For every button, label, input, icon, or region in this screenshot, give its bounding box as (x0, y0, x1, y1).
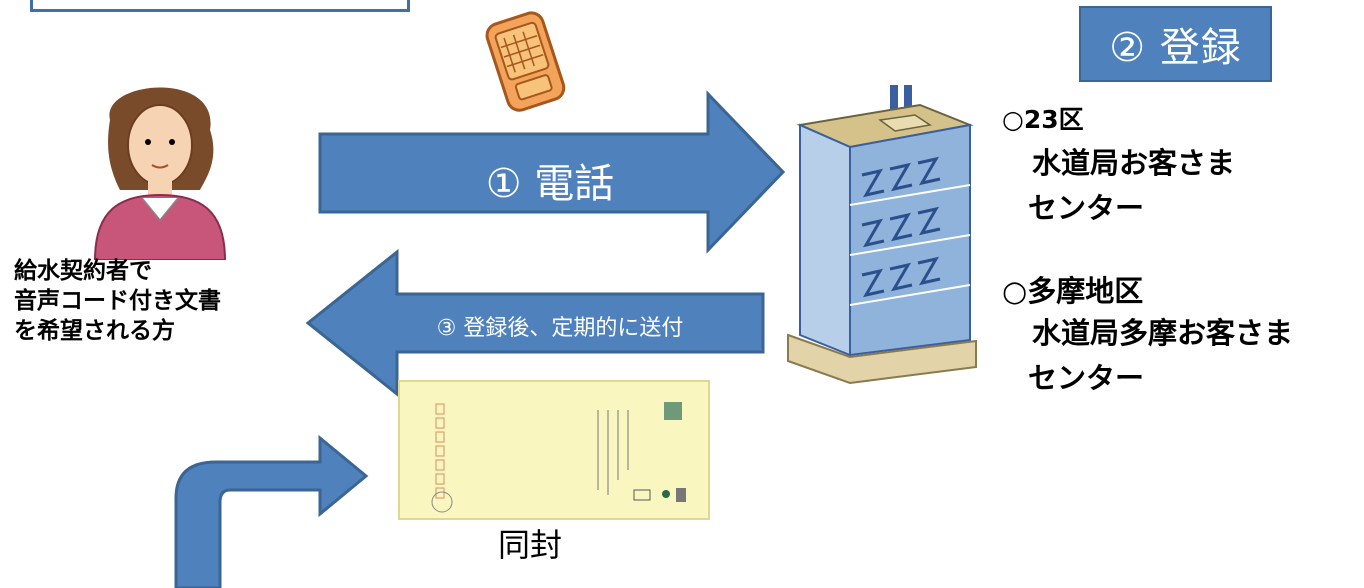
header-box (30, 0, 410, 12)
envelope-icon (398, 380, 710, 520)
curved-arrow (174, 434, 369, 588)
phone-icon (485, 11, 566, 112)
person-caption-line: 音声コード付き文書 (14, 288, 221, 314)
building-icon (787, 85, 977, 385)
person-icon (93, 87, 227, 260)
person-caption: 給水契約者で 音声コード付き文書 を希望される方 (14, 256, 344, 346)
send-arrow-label: ③ 登録後、定期的に送付 (436, 316, 684, 341)
office-line: センター (1028, 361, 1145, 395)
register-badge: ② 登録 (1079, 6, 1272, 82)
person-caption-line: 給水契約者で (14, 258, 152, 284)
office-line: 水道局お客さま (1032, 146, 1236, 180)
send-arrow (305, 248, 765, 398)
office-line: センター (1028, 191, 1145, 225)
enclosed-label: 同封 (497, 526, 562, 564)
office-heading: ○23区 (1002, 105, 1084, 134)
person-caption-line: を希望される方 (14, 318, 175, 344)
call-arrow-label: ① 電話 (485, 161, 615, 207)
office-line: 水道局多摩お客さま (1032, 316, 1294, 350)
office-heading: ○多摩地区 (1002, 274, 1144, 308)
call-arrow (318, 90, 786, 254)
